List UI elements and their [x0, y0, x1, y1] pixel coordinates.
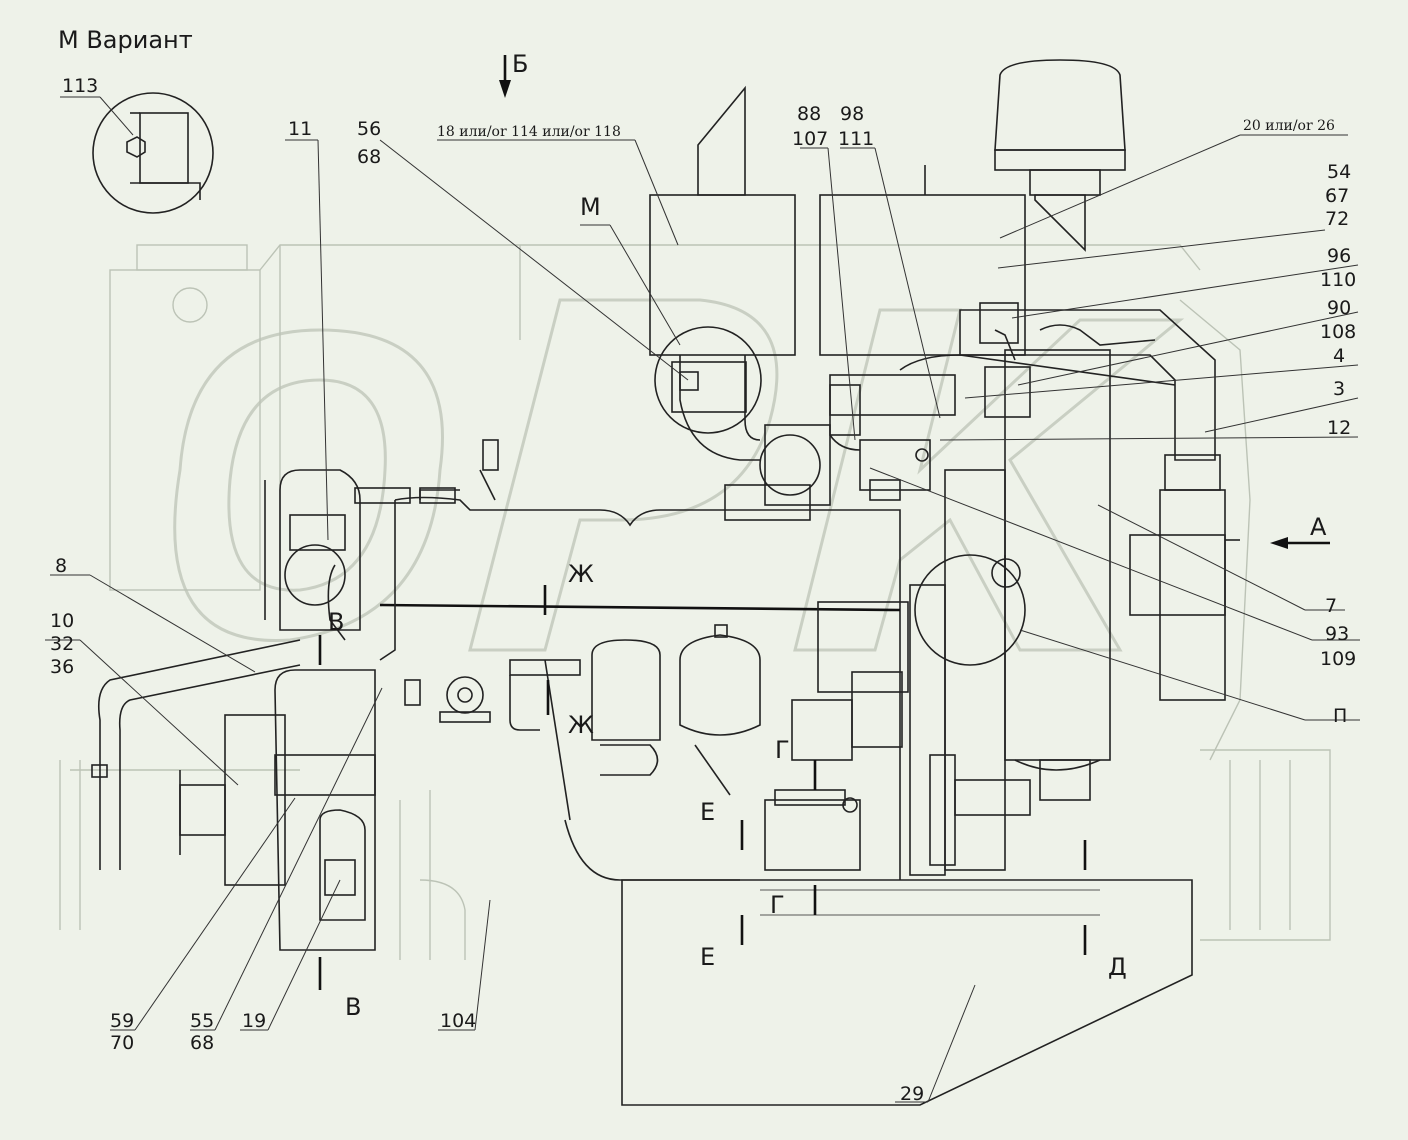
- fuel-filters: [509, 624, 761, 881]
- air-cleaner: [819, 59, 1126, 356]
- view-b-top: Б: [512, 50, 528, 78]
- callout-11: 11: [288, 118, 312, 140]
- view-d: Д: [1108, 953, 1127, 981]
- view-zh-2: Ж: [568, 711, 594, 739]
- callout-8: 8: [55, 555, 67, 577]
- callout-19: 19: [242, 1010, 266, 1032]
- callout-93: 93: [1325, 623, 1349, 645]
- view-e-2: Е: [700, 943, 715, 971]
- view-v-1: В: [328, 608, 344, 636]
- view-g-2: Г: [770, 891, 785, 919]
- callout-36: 36: [50, 656, 74, 678]
- callout-68-bottom: 68: [190, 1032, 214, 1054]
- hydraulic-unit: [179, 469, 376, 951]
- callout-98: 98: [840, 103, 864, 125]
- view-zh-1: Ж: [568, 560, 594, 588]
- callout-20-26: 20 или/or 26: [1243, 118, 1335, 134]
- drain-pipe: [91, 639, 301, 870]
- callout-107: 107: [792, 128, 828, 150]
- callout-55: 55: [190, 1010, 214, 1032]
- callout-68-top: 68: [357, 146, 381, 168]
- view-e-1: Е: [700, 798, 715, 826]
- callout-67: 67: [1325, 185, 1349, 207]
- callout-10: 10: [50, 610, 74, 632]
- callout-96: 96: [1327, 245, 1351, 267]
- callout-m: М: [580, 193, 601, 221]
- view-a: А: [1310, 513, 1327, 541]
- callout-59: 59: [110, 1010, 134, 1032]
- diagram-title: М Вариант: [58, 26, 193, 54]
- callout-56: 56: [357, 118, 381, 140]
- callout-7: 7: [1325, 595, 1337, 617]
- callout-p: П: [1333, 705, 1347, 727]
- callout-90: 90: [1327, 297, 1351, 319]
- callout-108: 108: [1320, 321, 1356, 343]
- view-v-2: В: [345, 993, 361, 1021]
- engine-block: [354, 487, 909, 880]
- background-frame: [59, 244, 1331, 960]
- exhaust-muffler: [649, 85, 796, 461]
- intake-piping: [829, 302, 1226, 701]
- callout-32: 32: [50, 633, 74, 655]
- air-filter-body: [1004, 349, 1240, 801]
- callout-72: 72: [1325, 208, 1349, 230]
- callout-109: 109: [1320, 648, 1356, 670]
- detail-view-m-variant: [92, 92, 214, 214]
- callout-29: 29: [900, 1083, 924, 1105]
- callout-110: 110: [1320, 269, 1356, 291]
- watermark-logo: [173, 298, 1185, 652]
- callout-88: 88: [797, 103, 821, 125]
- callout-111: 111: [838, 128, 874, 150]
- leader-lines: [45, 96, 1360, 1103]
- callout-104: 104: [440, 1010, 476, 1032]
- callout-4: 4: [1333, 345, 1345, 367]
- battery-box: [621, 879, 1193, 1106]
- turbocharger: [724, 424, 931, 521]
- auxiliary-parts: [404, 439, 499, 723]
- callout-54: 54: [1327, 161, 1351, 183]
- callout-113: 113: [62, 75, 98, 97]
- compressor: [764, 789, 861, 871]
- fan-and-pulley: [909, 469, 1031, 876]
- callout-3: 3: [1333, 378, 1345, 400]
- callout-12: 12: [1327, 417, 1351, 439]
- callout-70: 70: [110, 1032, 134, 1054]
- section-markers: [318, 55, 1330, 990]
- view-g-1: Г: [775, 736, 790, 764]
- callout-18-114-118: 18 или/or 114 или/or 118: [437, 124, 621, 140]
